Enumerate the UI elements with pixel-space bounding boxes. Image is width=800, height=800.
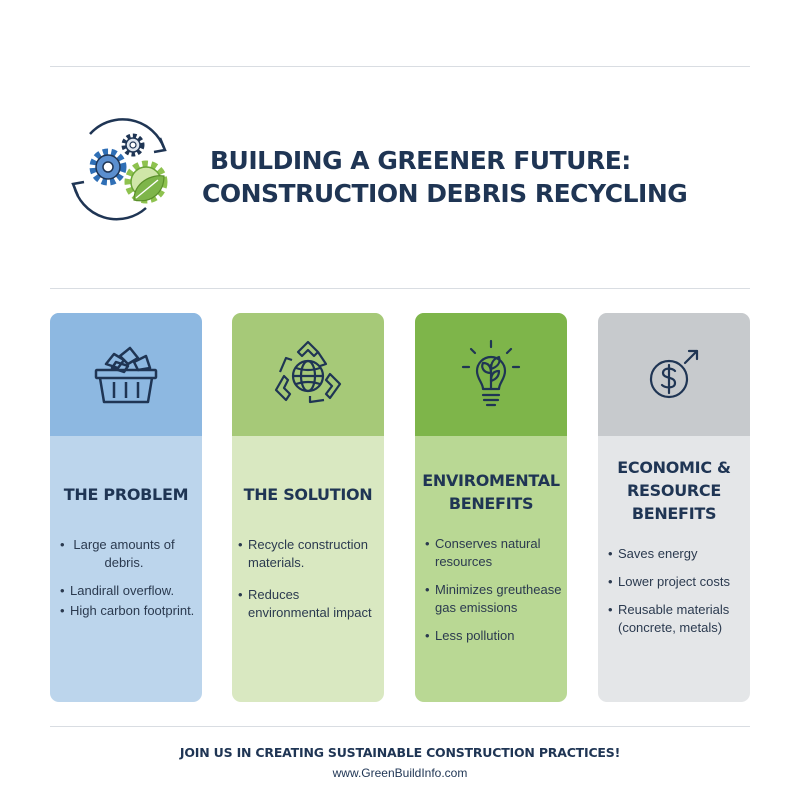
card-environmental-icon-area — [415, 313, 567, 436]
card-problem-heading-line: THE PROBLEM — [63, 485, 189, 504]
card-economic-heading: ECONOMIC & RESOURCE BENEFITS — [598, 456, 750, 525]
section-divider — [50, 288, 750, 289]
card-solution: THE SOLUTION Recycle construction materi… — [232, 313, 384, 702]
card-environmental-heading: ENVIROMENTAL BENEFITS — [415, 469, 567, 515]
bullet-text: Reduces environmental impact — [248, 587, 372, 620]
card-economic-icon-area — [598, 313, 750, 436]
list-item: Less pollution — [425, 627, 563, 645]
list-item: Reduces environmental impact — [238, 586, 380, 622]
card-economic: ECONOMIC & RESOURCE BENEFITS Saves energ… — [598, 313, 750, 702]
bullet-text: Conserves natural resources — [435, 536, 541, 569]
bullet-text: Less pollution — [435, 628, 515, 643]
list-item: Saves energy — [608, 545, 746, 563]
footer-url-link[interactable]: www.GreenBuildInfo.com — [332, 766, 468, 780]
card-environmental-heading-line: BENEFITS — [448, 494, 534, 513]
card-solution-heading: THE SOLUTION — [232, 483, 384, 506]
list-item: Reusable materials (concrete, metals) — [608, 601, 746, 637]
header: BUILDING A GREENER FUTURE: CONSTRUCTION … — [60, 112, 740, 222]
card-environmental-heading-line: ENVIROMENTAL — [422, 471, 560, 490]
page-title: BUILDING A GREENER FUTURE: CONSTRUCTION … — [202, 144, 688, 210]
list-item: Landirall overflow. — [60, 582, 196, 600]
card-environmental: ENVIROMENTAL BENEFITS Conserves natural … — [415, 313, 567, 702]
gears-recycle-leaf-icon — [71, 118, 168, 221]
bullet-text: Saves energy — [618, 546, 698, 561]
title-line-1: BUILDING A GREENER FUTURE: — [210, 146, 631, 175]
card-solution-icon-area — [232, 313, 384, 436]
top-divider — [50, 66, 750, 67]
bullet-text: Recycle construction materials. — [248, 537, 368, 570]
list-item: Large amounts of debris. — [60, 536, 196, 572]
lightbulb-plant-icon — [461, 339, 521, 406]
bullet-text: Large amounts of debris. — [73, 537, 175, 570]
dollar-growth-icon — [649, 349, 699, 398]
card-problem: THE PROBLEM Large amounts of debris. Lan… — [50, 313, 202, 702]
list-item: High carbon footprint. — [60, 602, 196, 620]
list-item: Conserves natural resources — [425, 535, 563, 571]
card-problem-heading: THE PROBLEM — [50, 483, 202, 506]
card-economic-bullets: Saves energy Lower project costs Reusabl… — [598, 545, 750, 637]
card-problem-icon-area — [50, 313, 202, 436]
list-item: Minimizes greuthease gas emissions — [425, 581, 563, 617]
card-economic-heading-line: BENEFITS — [631, 504, 717, 523]
card-solution-heading-line: THE SOLUTION — [243, 485, 373, 504]
card-economic-heading-line: ECONOMIC & — [617, 458, 731, 477]
card-solution-bullets: Recycle construction materials. Reduces … — [232, 536, 384, 622]
bullet-text: Reusable materials (concrete, metals) — [618, 602, 730, 635]
title-line-2: CONSTRUCTION DEBRIS RECYCLING — [202, 179, 688, 208]
bullet-text: Lower project costs — [618, 574, 730, 589]
card-problem-bullets: Large amounts of debris. Landirall overf… — [50, 536, 202, 620]
bullet-text: Landirall overflow. — [70, 583, 175, 598]
recycle-globe-icon — [274, 340, 342, 403]
card-economic-heading-line: RESOURCE — [627, 481, 721, 500]
footer-divider — [50, 726, 750, 727]
card-environmental-bullets: Conserves natural resources Minimizes gr… — [415, 535, 567, 645]
bullet-text: Minimizes greuthease gas emissions — [435, 582, 562, 615]
list-item: Lower project costs — [608, 573, 746, 591]
dumpster-icon — [94, 346, 158, 403]
bullet-text: High carbon footprint. — [70, 603, 195, 618]
list-item: Recycle construction materials. — [238, 536, 380, 572]
footer-cta: JOIN US IN CREATING SUSTAINABLE CONSTRUC… — [179, 745, 621, 760]
